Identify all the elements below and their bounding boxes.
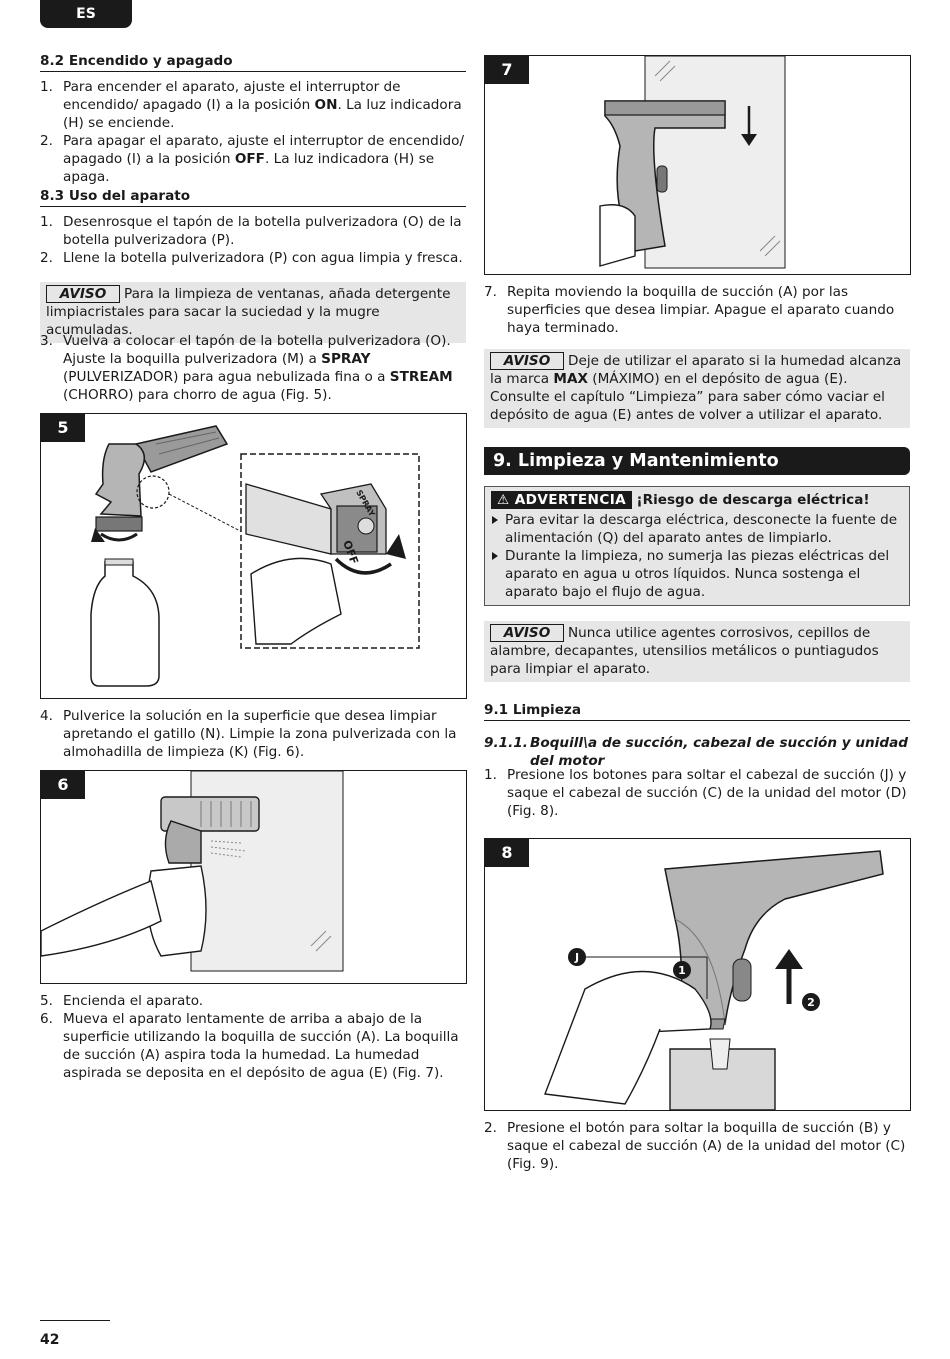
- chapter-title-9: 9. Limpieza y Mantenimiento: [484, 447, 910, 475]
- steps-9-1-1: 1.Presione los botones para soltar el ca…: [484, 766, 912, 820]
- list-item: 6.Mueva el aparato lentamente de arriba …: [40, 1011, 459, 1081]
- list-item: 3.Vuelva a colocar el tapón de la botell…: [40, 333, 453, 403]
- step-7: 7.Repita moviendo la boquilla de succión…: [484, 283, 912, 337]
- steps-5-6: 5.Encienda el aparato. 6.Mueva el aparat…: [40, 992, 468, 1082]
- callout-1-marker: [673, 961, 691, 979]
- callout-2-marker: [802, 993, 820, 1011]
- list-item: Para evitar la descarga eléctrica, desco…: [491, 511, 903, 547]
- figure-number: 6: [41, 771, 85, 799]
- figure-5-illustration: OFF SPRAY: [90, 425, 420, 687]
- figure-6-illustration: [41, 771, 344, 972]
- section-title-8-2: 8.2 Encendido y apagado: [40, 52, 466, 72]
- figure-7-illustration: [599, 56, 786, 269]
- footer-rule: [40, 1320, 110, 1321]
- warning-title: ¡Riesgo de descarga eléctrica!: [636, 492, 870, 508]
- steps-8-2: 1.Para encender el aparato, ajuste el in…: [40, 78, 468, 186]
- notice-text: Para la limpieza de ventanas, añada dete…: [46, 286, 451, 338]
- section-title-9-1: 9.1 Limpieza: [484, 701, 910, 721]
- callout-2: 2: [807, 996, 815, 1009]
- list-item: 1.Presione los botones para soltar el ca…: [484, 767, 907, 819]
- language-tab: ES: [40, 0, 132, 28]
- section-title-8-3: 8.3 Uso del aparato: [40, 187, 466, 207]
- callout-j: J: [574, 951, 579, 964]
- figure-number: 8: [485, 839, 529, 867]
- figure-6: 6: [40, 770, 467, 984]
- callout-1: 1: [678, 964, 686, 977]
- list-item: 2.Para apagar el aparato, ajuste el inte…: [40, 133, 465, 185]
- list-item: 5.Encienda el aparato.: [40, 993, 204, 1009]
- figure-8: 8 J 1 2: [484, 838, 911, 1111]
- figure-number: 7: [485, 56, 529, 84]
- list-item: 2.Presione el botón para soltar la boqui…: [484, 1120, 906, 1172]
- subsection-title-9-1-1: 9.1.1. Boquill\a de succión, cabezal de …: [484, 735, 908, 769]
- step-2-9: 2.Presione el botón para soltar la boqui…: [484, 1119, 912, 1173]
- list-item: Durante la limpieza, no sumerja las piez…: [491, 547, 903, 601]
- list-item: 2.Llene la botella pulverizadora (P) con…: [40, 250, 463, 266]
- steps-8-3: 1.Desenrosque el tapón de la botella pul…: [40, 213, 468, 267]
- list-item: 1.Para encender el aparato, ajuste el in…: [40, 79, 462, 131]
- list-item: 1.Desenrosque el tapón de la botella pul…: [40, 214, 462, 248]
- figure-8-illustration: J 1 2: [544, 850, 884, 1110]
- notice-tag: AVISO: [46, 285, 120, 303]
- list-item: 4.Pulverice la solución en la superficie…: [40, 708, 457, 760]
- figure-number: 5: [41, 414, 85, 442]
- rotate-arrow-icon: [100, 532, 138, 542]
- callout-j-marker: [568, 948, 586, 966]
- figure-5: 5 OFF SPRAY: [40, 413, 467, 699]
- page-number: 42: [40, 1332, 60, 1348]
- step-3: 3.Vuelva a colocar el tapón de la botell…: [40, 332, 468, 404]
- warning-list: Para evitar la descarga eléctrica, desco…: [491, 511, 903, 601]
- notice-tag: AVISO: [490, 624, 564, 642]
- warning-triangle-icon: ⚠: [497, 492, 510, 508]
- list-item: 7.Repita moviendo la boquilla de succión…: [484, 284, 895, 336]
- warning-box: ⚠ ADVERTENCIA ¡Riesgo de descarga eléctr…: [484, 486, 910, 606]
- step-4: 4.Pulverice la solución en la superficie…: [40, 707, 468, 761]
- warning-tag: ⚠ ADVERTENCIA: [491, 491, 633, 509]
- notice-tag: AVISO: [490, 352, 564, 370]
- figure-7: 7: [484, 55, 911, 275]
